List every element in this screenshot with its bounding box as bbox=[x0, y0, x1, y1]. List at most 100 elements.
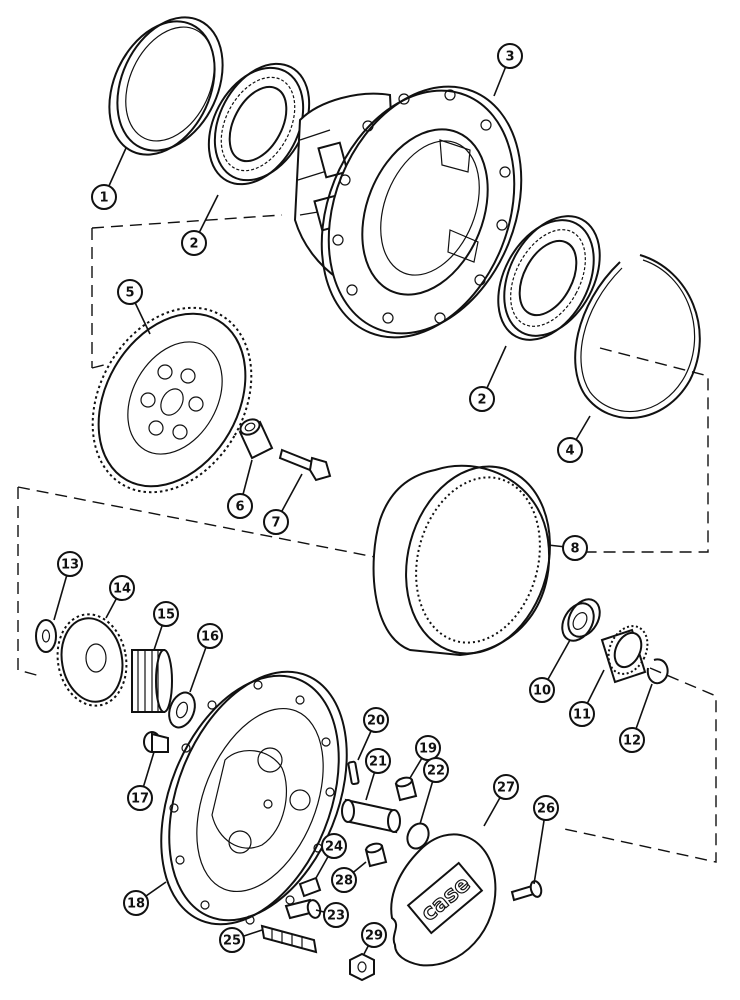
callout-c23: 23 bbox=[323, 902, 349, 928]
callout-c4: 4 bbox=[557, 437, 583, 463]
callout-c8: 8 bbox=[562, 535, 588, 561]
callout-circle bbox=[557, 437, 583, 463]
callout-number: 22 bbox=[427, 764, 445, 779]
callout-c10: 10 bbox=[529, 677, 555, 703]
callout-circle bbox=[117, 279, 143, 305]
callout-number: 4 bbox=[565, 444, 574, 459]
callout-circle bbox=[529, 677, 555, 703]
callout-c25: 25 bbox=[219, 927, 245, 953]
callout-c6: 6 bbox=[227, 493, 253, 519]
part-3-hub-housing bbox=[293, 85, 523, 339]
callout-number: 21 bbox=[369, 755, 387, 770]
callout-number: 23 bbox=[327, 909, 345, 924]
callout-labels: 1232456781314151610111217201921222726242… bbox=[57, 43, 645, 953]
part-10-washer bbox=[561, 598, 601, 642]
callout-circle bbox=[469, 386, 495, 412]
callout-c18: 18 bbox=[123, 890, 149, 916]
part-29-nut bbox=[349, 952, 375, 982]
callout-number: 3 bbox=[505, 50, 514, 65]
part-14-planet-gear bbox=[56, 613, 128, 707]
callout-circle bbox=[57, 551, 83, 577]
callout-c27: 27 bbox=[493, 774, 519, 800]
part-5-gear bbox=[91, 306, 253, 494]
part-27-cover-plate: case bbox=[390, 833, 497, 967]
callout-c21: 21 bbox=[365, 748, 391, 774]
callout-circle bbox=[263, 509, 289, 535]
part-28-plug bbox=[364, 842, 388, 868]
part-22-o-ring bbox=[406, 822, 430, 850]
part-12-circlip bbox=[646, 658, 669, 685]
callout-c17: 17 bbox=[127, 785, 153, 811]
callout-circle bbox=[123, 890, 149, 916]
callout-number: 14 bbox=[113, 582, 131, 597]
callout-circle bbox=[497, 43, 523, 69]
callout-circle bbox=[127, 785, 153, 811]
callout-number: 2 bbox=[477, 393, 486, 408]
part-1-seal-ring bbox=[108, 16, 224, 156]
callout-number: 6 bbox=[235, 500, 244, 515]
callout-number: 13 bbox=[61, 558, 79, 573]
callout-number: 10 bbox=[533, 684, 551, 699]
callout-circle bbox=[227, 493, 253, 519]
callout-number: 26 bbox=[537, 802, 555, 817]
callout-circle bbox=[365, 748, 391, 774]
part-24-set-screw bbox=[298, 876, 322, 898]
callout-number: 1 bbox=[99, 191, 108, 206]
part-8-ring-gear bbox=[372, 464, 551, 657]
callout-circle bbox=[331, 867, 357, 893]
callout-circle bbox=[323, 902, 349, 928]
callout-number: 19 bbox=[419, 742, 437, 757]
callout-circle bbox=[562, 535, 588, 561]
part-25-stud bbox=[260, 924, 318, 954]
upper-assembly-boundary bbox=[91, 214, 709, 553]
callout-circle bbox=[181, 230, 207, 256]
callout-number: 2 bbox=[189, 237, 198, 252]
callout-number: 11 bbox=[573, 708, 591, 723]
callout-c19: 19 bbox=[415, 735, 441, 761]
callout-c28: 28 bbox=[331, 867, 357, 893]
callout-circle bbox=[493, 774, 519, 800]
callout-c13: 13 bbox=[57, 551, 83, 577]
callout-number: 5 bbox=[125, 286, 134, 301]
part-4-snap-ring bbox=[574, 254, 701, 419]
callout-circle bbox=[197, 623, 223, 649]
callout-number: 29 bbox=[365, 929, 383, 944]
part-19-pin bbox=[394, 776, 418, 802]
callout-circle bbox=[109, 575, 135, 601]
callout-number: 17 bbox=[131, 792, 149, 807]
callout-c1: 1 bbox=[91, 184, 117, 210]
callout-number: 12 bbox=[623, 734, 641, 749]
callout-c2a: 2 bbox=[181, 230, 207, 256]
part-2-bearing-lower bbox=[497, 215, 601, 341]
callout-circle bbox=[363, 707, 389, 733]
part-17-pin bbox=[143, 731, 169, 753]
callout-number: 27 bbox=[497, 781, 515, 796]
callout-c15: 15 bbox=[153, 601, 179, 627]
callout-number: 15 bbox=[157, 608, 175, 623]
callout-circle bbox=[361, 922, 387, 948]
callout-c12: 12 bbox=[619, 727, 645, 753]
part-23-bolt bbox=[284, 898, 322, 920]
part-6-bushing bbox=[238, 418, 274, 460]
callout-c29: 29 bbox=[361, 922, 387, 948]
callout-c22: 22 bbox=[423, 757, 449, 783]
callout-number: 20 bbox=[367, 714, 385, 729]
callout-number: 25 bbox=[223, 934, 241, 949]
callout-c7: 7 bbox=[263, 509, 289, 535]
callout-number: 18 bbox=[127, 897, 145, 912]
callout-circle bbox=[569, 701, 595, 727]
callout-c14: 14 bbox=[109, 575, 135, 601]
part-15-needle-bearing bbox=[131, 649, 173, 713]
callout-circle bbox=[533, 795, 559, 821]
callout-c3: 3 bbox=[497, 43, 523, 69]
part-26-screw bbox=[510, 880, 543, 902]
callout-circle bbox=[423, 757, 449, 783]
callout-c2b: 2 bbox=[469, 386, 495, 412]
lower-assembly-boundary bbox=[17, 486, 717, 863]
part-11-sun-gear bbox=[600, 625, 649, 684]
callout-c16: 16 bbox=[197, 623, 223, 649]
callout-number: 28 bbox=[335, 874, 353, 889]
callout-number: 7 bbox=[271, 516, 280, 531]
